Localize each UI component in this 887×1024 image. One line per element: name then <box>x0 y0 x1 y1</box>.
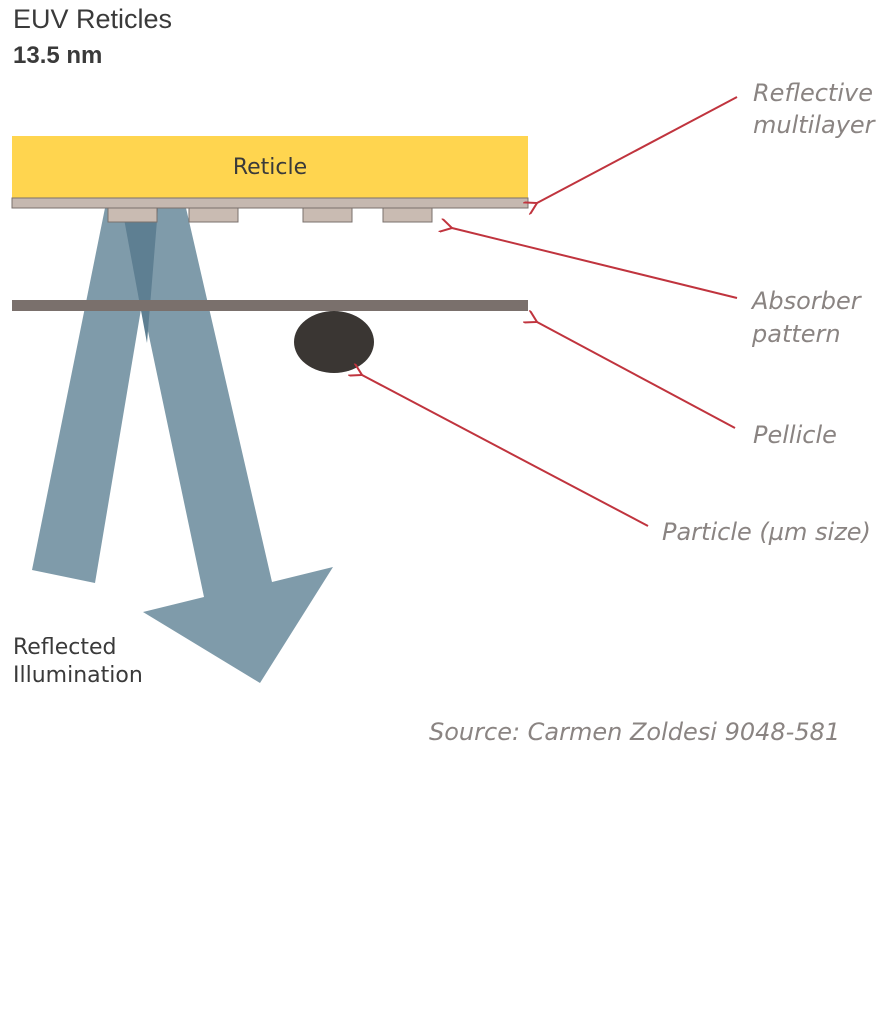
reflected-beam-arrow <box>122 208 333 683</box>
absorber-block <box>382 207 433 223</box>
diagram-title: EUV Reticles <box>13 4 172 34</box>
absorber-block <box>188 207 239 223</box>
reticle-label: Reticle <box>233 155 307 180</box>
reticle-block <box>12 136 528 198</box>
reflective-multilayer-label: Reflective multilayer <box>753 79 881 139</box>
diagram-subtitle: 13.5 nm <box>13 42 102 69</box>
reflective-multilayer-callout-arrow <box>537 96 738 203</box>
pellicle-label: Pellicle <box>753 421 837 449</box>
absorber-pattern-label: Absorber pattern <box>750 287 868 348</box>
particle-label: Particle (µm size) <box>662 518 871 546</box>
absorber-block <box>107 207 158 223</box>
source-credit: Source: Carmen Zoldesi 9048-581 <box>429 718 840 746</box>
absorber-pattern-callout-arrow <box>452 228 738 299</box>
reflective-multilayer <box>11 197 529 209</box>
particle-callout-arrow <box>362 375 649 527</box>
particle <box>294 311 374 373</box>
pellicle <box>12 300 528 311</box>
pellicle-callout-arrow <box>537 322 736 429</box>
reflected-illumination-label: Reflected Illumination <box>13 635 143 688</box>
absorber-block <box>302 207 353 223</box>
